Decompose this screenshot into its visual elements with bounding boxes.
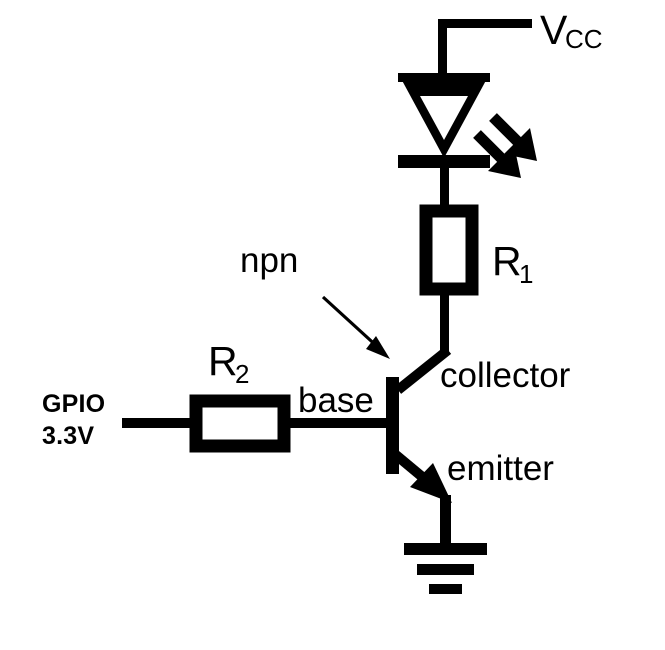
led-triangle-inner — [420, 96, 468, 140]
led-cathode-bar — [398, 155, 490, 168]
emitter-arrowhead — [410, 463, 452, 503]
resistor-r1 — [419, 204, 479, 355]
npn-label: npn — [240, 241, 298, 280]
base-label: base — [298, 381, 374, 420]
resistor-r2 — [122, 394, 291, 453]
resistor-r1-lower-lead — [440, 289, 449, 355]
resistor-r1-body — [419, 204, 479, 296]
led-emission-arrow-2 — [473, 130, 521, 178]
collector-label: collector — [440, 356, 571, 395]
npn-transistor — [386, 377, 452, 545]
gpio-label-line1: GPIO — [42, 390, 105, 418]
gpio-label-line2: 3.3V — [42, 422, 94, 450]
r2-label: R — [208, 338, 238, 384]
resistor-r2-left-lead — [122, 418, 196, 428]
vcc-rail-wire — [438, 19, 532, 77]
transistor-base-bar — [386, 377, 399, 474]
led-symbol — [398, 73, 537, 208]
emitter-label: emitter — [447, 449, 554, 488]
resistor-r2-body — [189, 394, 291, 453]
vcc-label: V — [540, 7, 568, 53]
led-cathode-lead — [440, 166, 449, 208]
r1-subscript-label: 1 — [519, 259, 533, 289]
base-wire-segment — [288, 418, 389, 428]
ground-bar-1 — [404, 543, 487, 555]
ground-bar-2 — [417, 564, 474, 575]
npn-pointer-arrowhead — [366, 336, 390, 359]
r1-label: R — [492, 238, 522, 284]
r2-subscript-label: 2 — [235, 359, 249, 389]
ground-symbol — [404, 543, 487, 594]
base-wire — [288, 418, 389, 428]
ground-bar-3 — [429, 584, 462, 594]
collector-wire — [394, 346, 452, 394]
npn-pointer-arrow — [321, 295, 390, 359]
emitter-lead — [440, 495, 451, 545]
vcc-subscript-label: CC — [565, 24, 603, 54]
